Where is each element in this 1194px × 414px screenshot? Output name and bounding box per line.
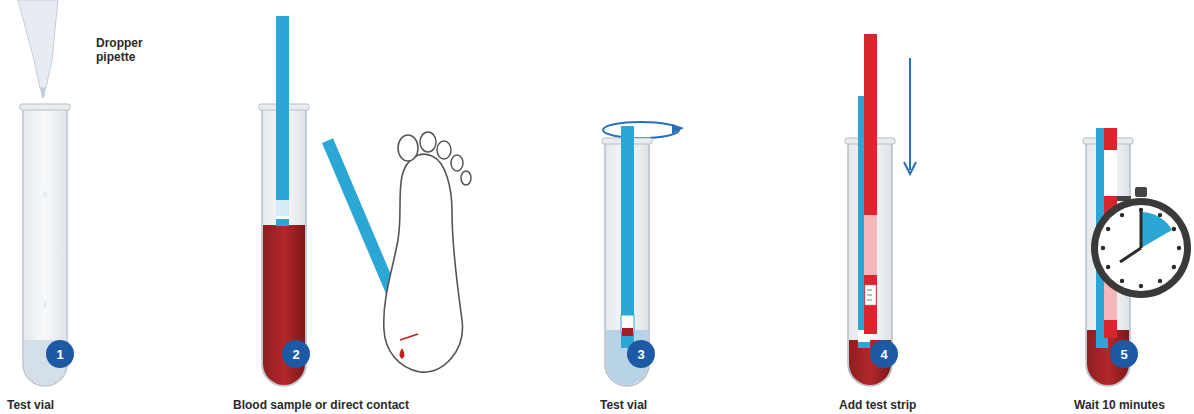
dial-dot — [1172, 265, 1176, 269]
dial-dot — [1158, 279, 1162, 283]
step-caption: Blood sample or direct contact — [233, 398, 409, 412]
callout-number: 3 — [637, 347, 644, 362]
step-number: 4 — [870, 340, 898, 368]
step-caption: Test vial — [600, 398, 647, 412]
pipette-label: Dropper pipette — [96, 36, 156, 64]
step-number: 2 — [282, 340, 310, 368]
step-number: 3 — [627, 340, 655, 368]
dial-dot — [1177, 246, 1181, 250]
callout-number: 4 — [880, 347, 887, 362]
callout-number: 1 — [56, 347, 63, 362]
step-caption: Test vial — [7, 398, 54, 412]
dial-dot — [1139, 208, 1143, 212]
callout-number: 2 — [292, 347, 299, 362]
dial-dot — [1120, 279, 1124, 283]
dial-dot — [1106, 265, 1110, 269]
dial-dot — [1120, 213, 1124, 217]
dial-dot — [1139, 284, 1143, 288]
step-number: 1 — [46, 340, 74, 368]
callout-number: 5 — [1120, 347, 1127, 362]
dial-dot — [1172, 227, 1176, 231]
dial-dot — [1106, 227, 1110, 231]
dial-dot — [1101, 246, 1105, 250]
step-number: 5 — [1110, 340, 1138, 368]
step-caption: Wait 10 minutes — [1074, 398, 1165, 412]
dial-dot — [1158, 213, 1162, 217]
step-caption: Add test strip — [839, 398, 916, 412]
